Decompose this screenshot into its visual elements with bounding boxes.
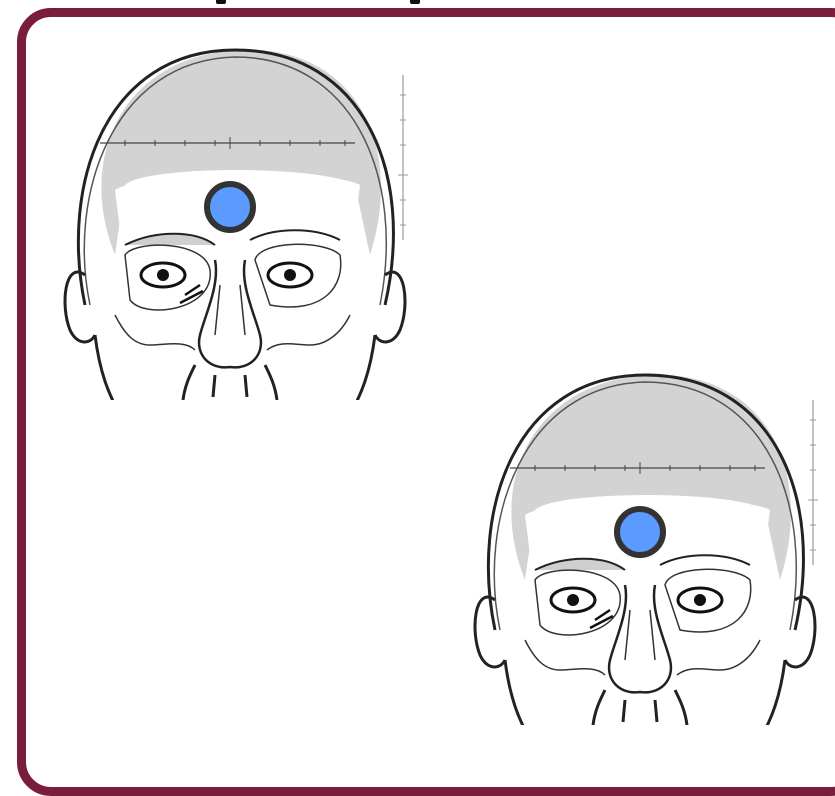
forehead-point-marker (617, 509, 663, 555)
cropped-title-fragment (200, 0, 620, 6)
face-illustration-2 (465, 370, 820, 725)
face-illustration-1 (55, 45, 410, 400)
forehead-point-marker (207, 184, 253, 230)
